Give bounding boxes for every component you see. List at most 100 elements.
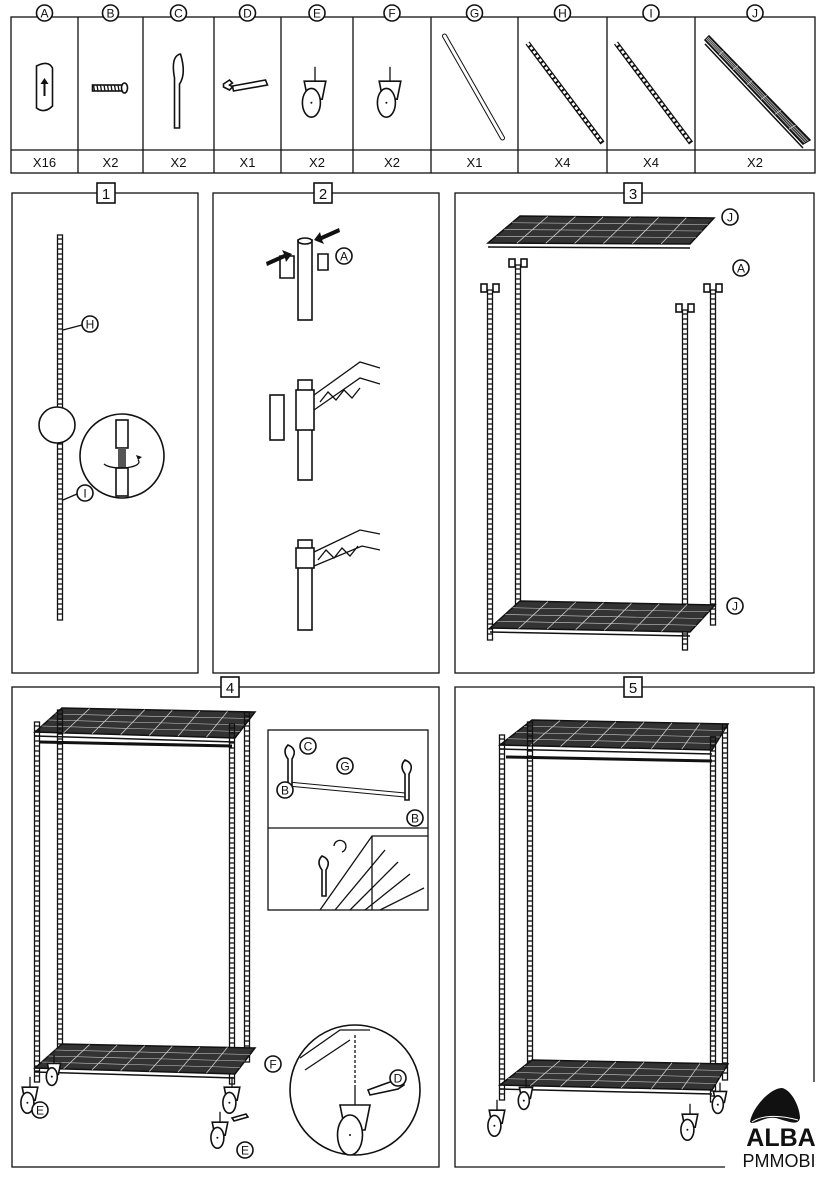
pole-end bbox=[115, 467, 129, 497]
wire-shelf-icon bbox=[703, 34, 812, 149]
caster bbox=[487, 1099, 506, 1138]
shelf-wire bbox=[48, 1055, 246, 1062]
caster-axle bbox=[228, 1101, 231, 1104]
caster-axle bbox=[686, 1128, 689, 1131]
pole-clip-icon bbox=[480, 283, 488, 293]
leader-line bbox=[62, 324, 83, 331]
callout-letter: J bbox=[727, 211, 733, 225]
pole-clip-icon bbox=[508, 258, 516, 268]
pole-body bbox=[498, 734, 506, 1101]
callout: G bbox=[336, 757, 354, 775]
callout: J bbox=[721, 208, 739, 226]
screw-thread bbox=[117, 84, 120, 92]
wire-shelf bbox=[497, 1059, 730, 1095]
caster-axle bbox=[310, 101, 313, 104]
callout-letter: G bbox=[340, 760, 349, 774]
step-panel-1: 1 bbox=[11, 182, 199, 674]
pole-upper-icon bbox=[525, 41, 605, 145]
part-i: IX4 bbox=[606, 4, 693, 173]
pole-clip-icon bbox=[317, 253, 329, 271]
callout: J bbox=[726, 597, 744, 615]
hanging-rod-icon bbox=[505, 755, 713, 763]
screw-thread bbox=[106, 84, 110, 92]
shelf-wire bbox=[504, 614, 703, 619]
pole bbox=[709, 289, 717, 626]
wire-shelf bbox=[488, 600, 717, 637]
step-number: 5 bbox=[629, 680, 637, 697]
pole bbox=[614, 41, 693, 145]
callout-circle bbox=[335, 247, 353, 265]
shelf-corner bbox=[319, 835, 428, 911]
callout-circle bbox=[726, 597, 744, 615]
callout: F bbox=[264, 1055, 282, 1073]
shelf-wire bbox=[511, 222, 709, 225]
part-letter-circle bbox=[383, 4, 401, 22]
pole-groove bbox=[526, 42, 604, 144]
pole bbox=[721, 723, 729, 1081]
step-number: 2 bbox=[319, 186, 327, 203]
callout-circle bbox=[81, 315, 99, 333]
logo-brand: ALBA bbox=[746, 1124, 815, 1152]
shelf-wire bbox=[706, 37, 807, 143]
caster-axle bbox=[26, 1101, 29, 1104]
caster-axle bbox=[349, 1134, 351, 1136]
shelf-corner bbox=[299, 1029, 370, 1071]
callout-letter: F bbox=[269, 1058, 276, 1072]
pole bbox=[486, 289, 494, 641]
part-j: JX2 bbox=[694, 4, 812, 173]
pole bbox=[514, 264, 522, 616]
detail-circle bbox=[38, 406, 76, 444]
screw-thread bbox=[99, 84, 103, 92]
wire-shelf bbox=[33, 707, 257, 743]
caster-icon bbox=[301, 66, 327, 119]
pole-body bbox=[486, 289, 494, 641]
caster-axle bbox=[493, 1124, 496, 1127]
rod-fill bbox=[443, 34, 504, 140]
callout-circle bbox=[299, 737, 317, 755]
part-letter-circle bbox=[101, 4, 120, 22]
shelf-frame bbox=[33, 1043, 257, 1075]
part-letter: E bbox=[313, 7, 321, 21]
caster-axle bbox=[50, 1075, 53, 1078]
logo-sub: PMMOBI bbox=[742, 1151, 815, 1171]
pole bbox=[228, 723, 236, 1085]
callout-letter: A bbox=[737, 262, 745, 276]
caster-axle bbox=[385, 101, 388, 104]
shelf-wire bbox=[515, 732, 721, 738]
pole-clip-icon bbox=[715, 283, 723, 293]
callout-letter: E bbox=[36, 1104, 44, 1118]
pole bbox=[709, 736, 717, 1103]
caster-axle bbox=[716, 1103, 719, 1106]
callout-circle bbox=[336, 757, 354, 775]
pole-end bbox=[115, 419, 129, 449]
step-panel-3: 3 bbox=[454, 182, 815, 674]
caster bbox=[711, 1082, 728, 1115]
hook-bracket-icon bbox=[401, 759, 413, 801]
pole-body bbox=[56, 234, 64, 409]
screw-thread bbox=[103, 84, 106, 92]
shelf-edge bbox=[34, 735, 236, 743]
part-letter-circle bbox=[642, 4, 660, 22]
hanging-rod-icon bbox=[39, 740, 233, 748]
caster bbox=[517, 1078, 534, 1111]
callout-letter: D bbox=[394, 1072, 403, 1086]
pole bbox=[56, 709, 64, 1061]
hanging-rod-fill bbox=[287, 782, 406, 797]
leader-line bbox=[62, 493, 78, 501]
part-letter: H bbox=[558, 7, 567, 21]
pole bbox=[525, 41, 605, 145]
pole bbox=[498, 734, 506, 1101]
step-panel-2: 2 bbox=[212, 182, 440, 674]
callout-circle bbox=[406, 809, 424, 827]
part-quantity: X4 bbox=[555, 155, 571, 170]
wire-shelf bbox=[33, 1043, 257, 1079]
alba-logo: ALBA PMMOBI bbox=[742, 1088, 816, 1171]
pole-clip-icon bbox=[687, 303, 695, 313]
callout: D bbox=[389, 1069, 407, 1087]
shelf-wire bbox=[523, 725, 725, 731]
shelf-edge bbox=[34, 1071, 236, 1079]
part-letter-circle bbox=[308, 4, 326, 22]
part-letter: B bbox=[106, 7, 114, 21]
shelf-wire bbox=[48, 719, 246, 726]
